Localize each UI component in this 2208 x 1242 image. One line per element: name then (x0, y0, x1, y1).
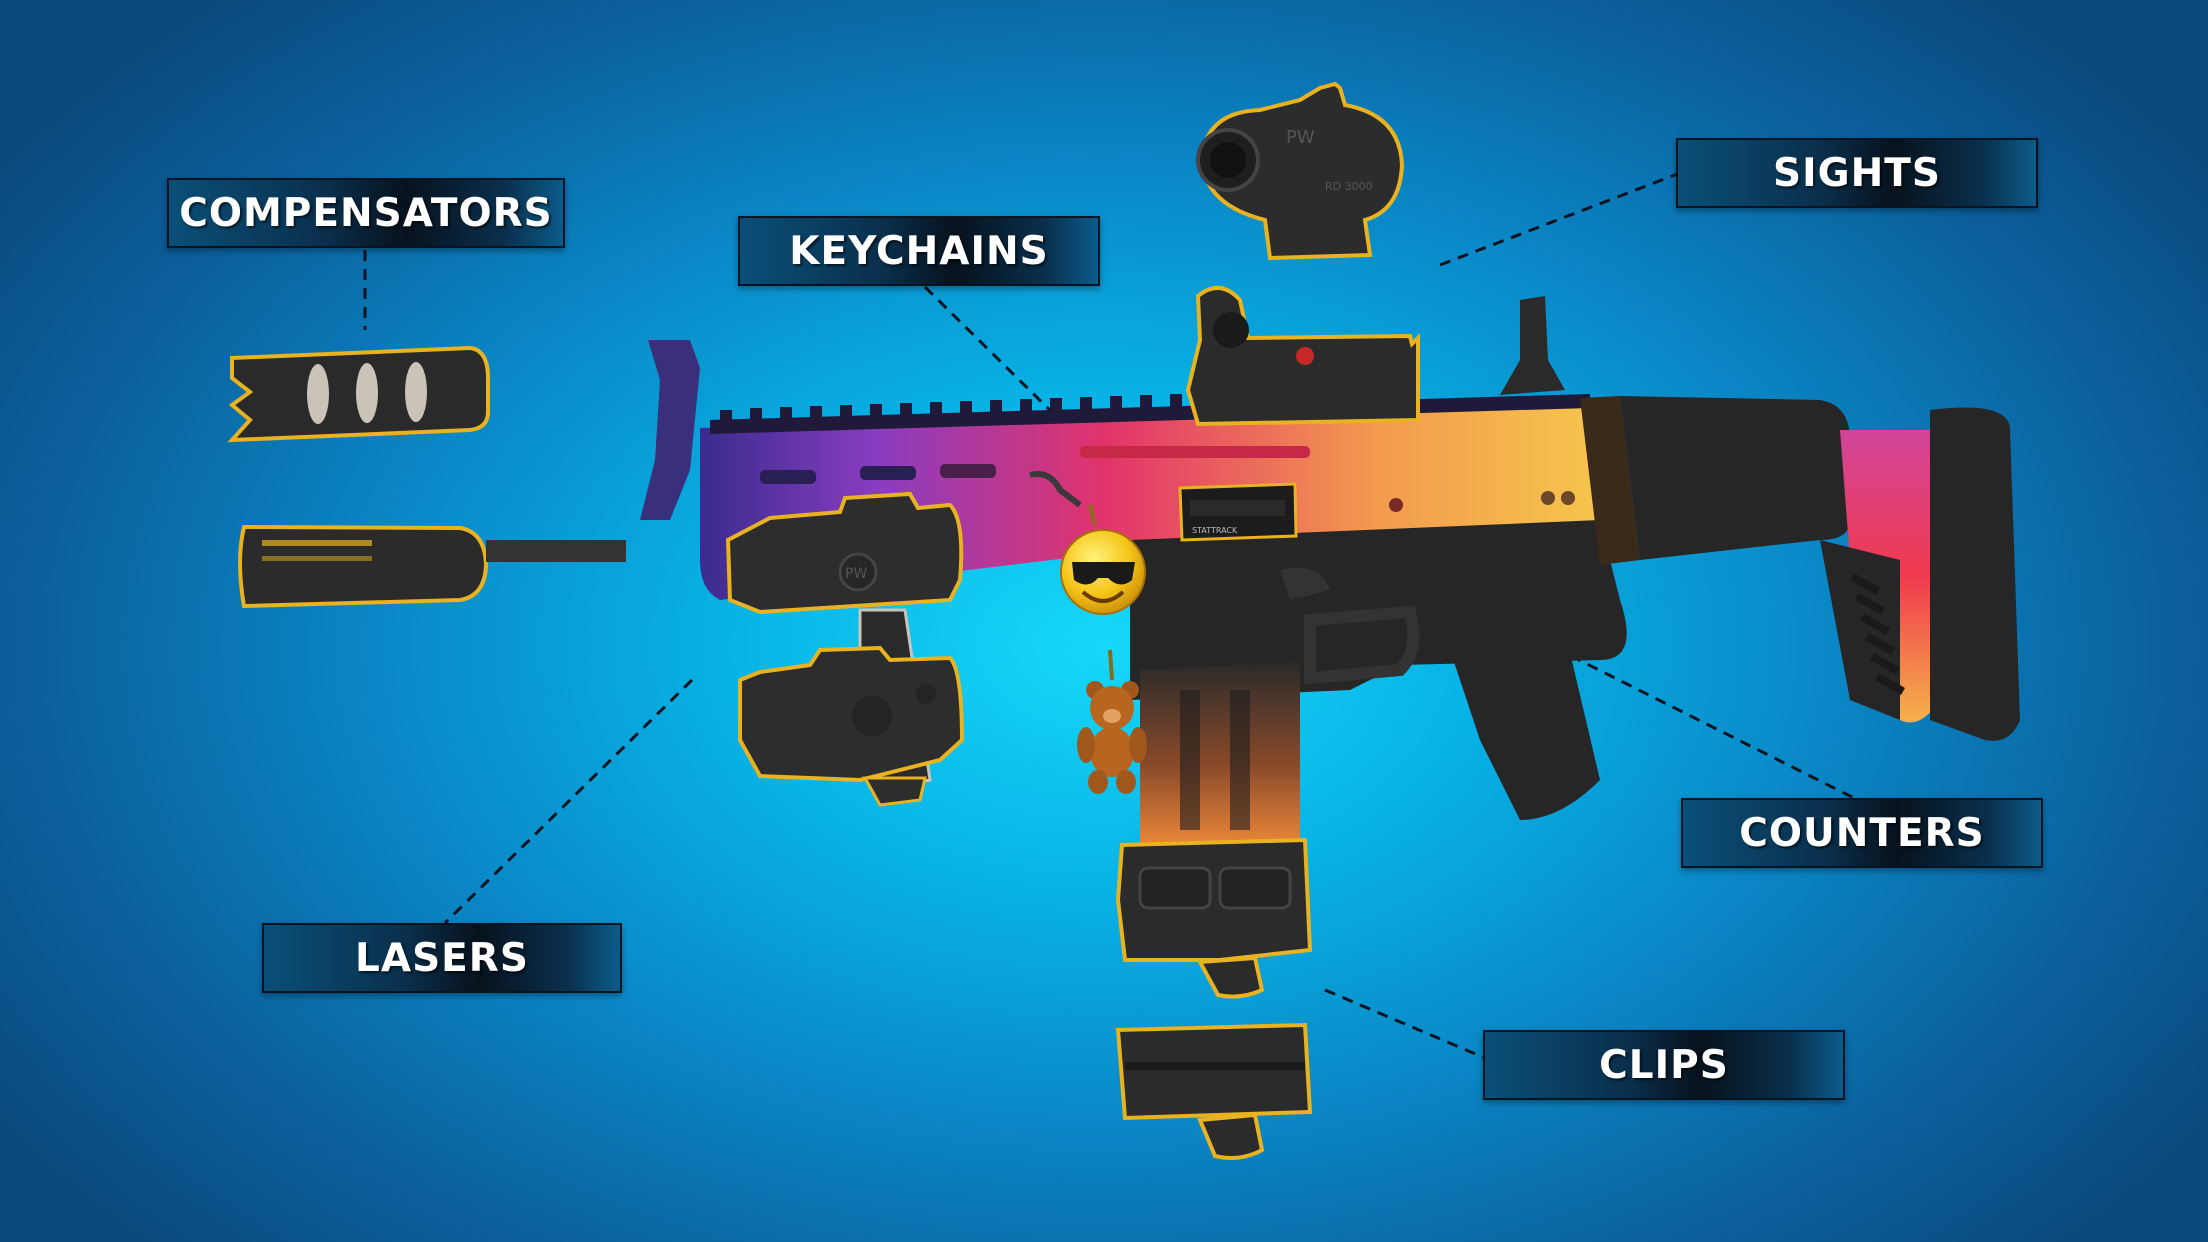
sights-label: SIGHTS (1676, 138, 2038, 208)
lasers-label-text: LASERS (355, 935, 529, 981)
clip-part (1115, 837, 1313, 999)
laser-part (738, 645, 965, 807)
keychain-smiley (1029, 471, 1146, 615)
compensators-label: COMPENSATORS (167, 178, 565, 248)
front-sight-post (640, 340, 700, 520)
laser-part-mounted: PW (725, 491, 964, 615)
counters-label-text: COUNTERS (1739, 810, 1985, 856)
clips-label: CLIPS (1483, 1030, 1845, 1100)
compensator-part (227, 345, 490, 443)
keychains-label: KEYCHAINS (738, 216, 1100, 286)
clip-part (1115, 1022, 1313, 1160)
clips-label-text: CLIPS (1599, 1042, 1729, 1088)
scope-sight-part: PW RD 3000 (1196, 81, 1405, 261)
scope-brand-mark: PW (1286, 127, 1315, 148)
keychains-label-text: KEYCHAINS (789, 228, 1049, 274)
counter-part: STATTRACK (1178, 482, 1298, 542)
counter-plate-text: STATTRACK (1192, 526, 1238, 535)
counters-label: COUNTERS (1681, 798, 2043, 868)
scope-serial: RD 3000 (1325, 180, 1373, 193)
sights-label-text: SIGHTS (1773, 150, 1941, 196)
leader-lines (363, 171, 1859, 1060)
compensators-label-text: COMPENSATORS (179, 190, 553, 236)
keychain-teddy-bear (1077, 649, 1147, 794)
red-dot-sight-part (1185, 286, 1420, 427)
lasers-label: LASERS (262, 923, 622, 993)
barrel (486, 540, 626, 562)
laser-brand-mark: PW (845, 566, 867, 582)
flash-hider-part (238, 524, 489, 609)
